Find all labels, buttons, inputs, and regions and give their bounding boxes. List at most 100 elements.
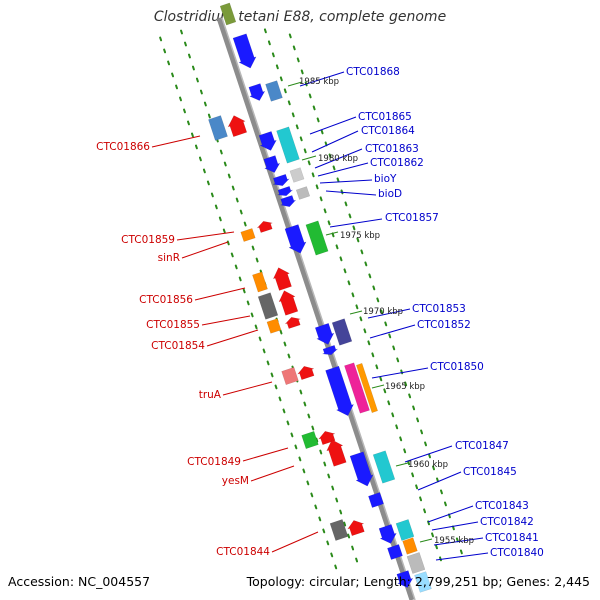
gene-label[interactable]: CTC01847 — [455, 440, 509, 452]
leader-line — [329, 218, 383, 228]
gene-feature[interactable] — [276, 126, 300, 164]
gene-feature[interactable] — [378, 524, 397, 544]
gene-feature[interactable] — [252, 271, 268, 293]
gene-label[interactable]: CTC01859 — [121, 234, 175, 246]
gene-feature[interactable] — [301, 430, 319, 450]
gene-feature[interactable] — [281, 366, 299, 386]
gene-label[interactable]: yesM — [222, 475, 249, 487]
gene-feature[interactable] — [272, 173, 290, 186]
gene-feature[interactable] — [240, 228, 256, 242]
gene-feature[interactable] — [314, 322, 335, 345]
gene-label[interactable]: CTC01862 — [370, 157, 424, 169]
gene-feature[interactable] — [232, 33, 257, 69]
gene-feature[interactable] — [395, 519, 415, 541]
gene-feature[interactable] — [296, 366, 315, 381]
gene-label[interactable]: CTC01842 — [480, 516, 534, 528]
gene-feature[interactable] — [208, 115, 228, 141]
gene-feature[interactable] — [402, 537, 418, 555]
gene-feature[interactable] — [289, 167, 305, 183]
gene-feature[interactable] — [387, 544, 403, 560]
gene-feature[interactable] — [263, 155, 281, 173]
gene-feature[interactable] — [305, 220, 329, 256]
gene-feature[interactable] — [266, 318, 282, 334]
gene-label[interactable]: CTC01868 — [346, 66, 400, 78]
tick-dot — [223, 161, 227, 167]
gene-feature[interactable] — [248, 83, 266, 101]
tick-dot — [292, 45, 296, 51]
leader-line — [417, 471, 462, 491]
tick-dot — [314, 504, 318, 510]
gene-label[interactable]: CTC01855 — [146, 319, 200, 331]
gene-label[interactable]: CTC01840 — [490, 547, 544, 559]
gene-feature[interactable] — [396, 570, 414, 588]
gene-label[interactable]: CTC01856 — [139, 294, 193, 306]
gene-feature[interactable] — [227, 115, 248, 138]
gene-label[interactable]: sinR — [158, 252, 180, 264]
gene-label[interactable]: bioY — [374, 173, 397, 185]
gene-label[interactable]: CTC01854 — [151, 340, 205, 352]
tick-dot — [254, 324, 258, 330]
leader-line — [271, 531, 319, 553]
gene-label[interactable]: CTC01853 — [412, 303, 466, 315]
tick-dot — [287, 100, 291, 106]
gene-feature[interactable] — [322, 344, 338, 356]
gene-feature[interactable] — [347, 520, 365, 537]
leader-line — [427, 505, 474, 523]
gene-label[interactable]: CTC01845 — [463, 466, 517, 478]
gene-feature[interactable] — [258, 131, 277, 151]
gene-feature[interactable] — [329, 519, 349, 541]
gene-feature[interactable] — [280, 195, 297, 207]
gene-label[interactable]: CTC01843 — [475, 500, 529, 512]
tick-dot — [323, 461, 327, 467]
gene-feature[interactable] — [219, 2, 237, 26]
tick-dot — [318, 516, 322, 522]
tick-dot — [298, 456, 302, 462]
gene-feature[interactable] — [344, 362, 370, 414]
gene-label[interactable]: CTC01866 — [96, 141, 150, 153]
tick-dot — [190, 132, 194, 138]
gene-feature[interactable] — [406, 552, 426, 574]
gene-label[interactable]: CTC01849 — [187, 456, 241, 468]
gene-feature[interactable] — [355, 362, 379, 414]
gene-label[interactable]: truA — [199, 389, 222, 401]
leader-line — [369, 324, 416, 339]
gene-feature[interactable] — [325, 365, 355, 417]
gene-feature[interactable] — [278, 290, 299, 316]
gene-label[interactable]: CTC01852 — [417, 319, 471, 331]
gene-feature[interactable] — [265, 80, 283, 102]
gene-feature[interactable] — [368, 492, 384, 508]
gene-feature[interactable] — [257, 292, 279, 320]
gene-label[interactable]: CTC01841 — [485, 532, 539, 544]
kbp-line — [349, 310, 363, 315]
tick-dot — [372, 285, 376, 291]
gene-label[interactable]: CTC01844 — [216, 546, 270, 558]
gene-feature[interactable] — [295, 186, 311, 200]
gene-label[interactable]: CTC01864 — [361, 125, 415, 137]
tick-dot — [412, 405, 416, 411]
gene-feature[interactable] — [414, 571, 432, 593]
gene-label[interactable]: CTC01863 — [365, 143, 419, 155]
gene-feature[interactable] — [277, 185, 293, 197]
tick-dot — [311, 425, 315, 431]
gene-feature[interactable] — [317, 431, 336, 446]
tick-dot — [266, 360, 270, 366]
gene-label[interactable]: bioD — [378, 188, 402, 200]
gene-feature[interactable] — [331, 318, 353, 346]
gene-feature[interactable] — [256, 221, 273, 233]
tick-dot — [295, 124, 299, 130]
tick-dot — [171, 72, 175, 78]
gene-feature[interactable] — [326, 439, 347, 467]
gene-label[interactable]: CTC01865 — [358, 111, 412, 123]
gene-feature[interactable] — [284, 224, 307, 254]
gene-feature[interactable] — [272, 267, 292, 291]
gene-feature[interactable] — [372, 450, 396, 484]
gene-feature[interactable] — [284, 317, 301, 329]
gene-label[interactable]: CTC01857 — [385, 212, 439, 224]
tick-dot — [290, 432, 294, 438]
gene-label[interactable]: CTC01850 — [430, 361, 484, 373]
tick-dot — [262, 348, 266, 354]
kbp-label: 1960 kbp — [408, 460, 448, 470]
leader-line — [371, 367, 429, 379]
gene-feature[interactable] — [349, 451, 374, 487]
